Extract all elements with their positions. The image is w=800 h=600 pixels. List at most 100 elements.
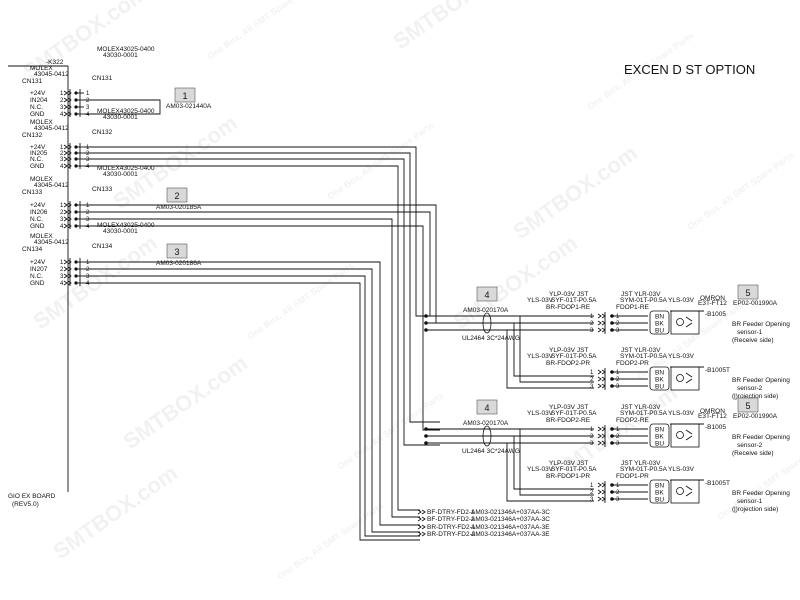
pin-contact-icon: [63, 104, 72, 110]
pin-number: 4: [60, 281, 64, 287]
output-connector-name: BR-DTRY-FD2-2: [427, 531, 476, 538]
pin-number-plug: 1: [86, 145, 90, 151]
sensor-pin-number-right: 1: [616, 483, 620, 489]
wire-cn134-nc: [84, 275, 420, 537]
sensor-beam-icon: [685, 485, 693, 497]
connector-type-left: YLP-03V JST: [549, 291, 588, 298]
sensor-pin-number: 1: [590, 370, 594, 376]
sensor-connector-name: BR-FDOP2-PR: [546, 360, 590, 367]
wire-cn133-nc: [84, 218, 420, 518]
pin-number: 1: [60, 203, 64, 209]
watermark-text: SMTBOX.com: [389, 0, 523, 54]
sensor-description-3: (Receive side): [732, 450, 774, 457]
wire-color-box: [649, 423, 670, 448]
watermark-text: One Box, All SMT Spare Parts: [335, 390, 445, 471]
connector-terminal-right: SYM-01T-P0.5A: [620, 353, 668, 360]
cable-tag-box: [476, 286, 498, 302]
pin-contact-icon: [63, 273, 72, 279]
pin-contact-icon: [597, 440, 606, 446]
pin-number: 2: [60, 98, 64, 104]
sensor-block-2: YLP-03V JSTYLS-03VSYF-01T-P0.5ABR-FDOP2-…: [527, 347, 790, 400]
pin-terminal-dot: [74, 281, 78, 285]
pin-terminal-dot: [74, 224, 78, 228]
board-connector-cn134: MOLEX43045-0412CN134MOLEX43025-040043030…: [22, 222, 202, 287]
pin-contact-icon: [63, 259, 72, 265]
signal-label: N.C.: [30, 273, 43, 280]
connector-terminal-right: SYM-01T-P0.5A: [620, 297, 668, 304]
wire-color-label: BK: [655, 321, 664, 328]
sensor-pin-number-right: 3: [616, 328, 620, 334]
board-connector-cn131: MOLEX43045-0412CN131MOLEX43025-040043030…: [22, 46, 212, 118]
sensor-model: E3T-FT12: [698, 300, 727, 307]
sensor-part-number: EP02-001990A: [733, 413, 778, 420]
sensor-pin-number: 1: [590, 483, 594, 489]
board-ref: -K322: [46, 59, 64, 66]
pin-terminal-dot: [74, 164, 78, 168]
wire-color-box: [649, 479, 670, 504]
wire-cn134-24v: [84, 261, 420, 526]
wire-color-label: BN: [655, 483, 664, 490]
pin-terminal-dot: [74, 203, 78, 207]
cable-bundle-icon: [482, 425, 492, 447]
sensor-body: [670, 423, 700, 448]
signal-label: N.C.: [30, 156, 43, 163]
output-connector-part: AM03-021346A+037AA-3C: [471, 509, 550, 516]
output-arrow-icon: [417, 531, 426, 537]
pin-contact-icon: [63, 163, 72, 169]
pin-number: 2: [60, 210, 64, 216]
connector-name-plug: CN131: [92, 75, 113, 82]
sensor-block-4: YLP-03V JSTYLS-03VSYF-01T-P0.5ABR-FDOP1-…: [527, 460, 790, 513]
pin-number-plug: 3: [86, 157, 90, 163]
junction-dot: [424, 427, 428, 431]
connector-terminal-right: SYM-01T-P0.5A: [620, 466, 668, 473]
watermark-text: One Box, All SMT Spare Parts: [205, 0, 315, 62]
pin-contact-icon: [597, 327, 606, 333]
pin-contact-icon: [63, 202, 72, 208]
pin-terminal-dot: [610, 427, 614, 431]
watermark-text: One Box, All SMT Spare Parts: [275, 500, 385, 581]
sensor-beam-icon: [685, 372, 693, 384]
cable-tag: 4: [484, 290, 489, 300]
connector-type-right: JST YLR-03V: [621, 291, 661, 298]
sensor-description: BR Feeder Opening: [732, 377, 790, 384]
pin-contact-icon: [63, 280, 72, 286]
header-brand: MOLEX: [30, 176, 53, 183]
board-label: GIO EX BOARD: [8, 493, 56, 500]
signal-label: N.C.: [30, 104, 43, 111]
connector-housing-right: YLS-03V: [668, 410, 695, 417]
connector-terminal-left: SYF-01T-P0.5A: [551, 466, 597, 473]
connector-name: CN132: [22, 132, 43, 139]
cable-branch-wire: [519, 316, 594, 383]
diagram-title: EXCEN D ST OPTION: [624, 62, 755, 77]
connector-type-left: YLP-03V JST: [549, 460, 588, 467]
sensor-connector-name: BR-FDOP1-RE: [546, 304, 591, 311]
cable-branch-wire: [519, 429, 594, 496]
pin-terminal-dot: [610, 314, 614, 318]
sensor-connector-name: BR-FDOP2-RE: [546, 417, 591, 424]
wire-color-label: BU: [655, 328, 664, 335]
pin-number-plug: 2: [86, 98, 90, 104]
harness-part-number: AM03-020186A: [156, 260, 202, 267]
connector-name-plug: CN134: [92, 243, 113, 250]
sensor-tag: 5: [745, 288, 750, 298]
pin-contact-icon: [597, 383, 606, 389]
sensor-pin-number: 1: [590, 427, 594, 433]
board-connector-cn132: MOLEX43045-0412CN132MOLEX43025-040043030…: [22, 108, 155, 170]
wire-color-label: BK: [655, 377, 664, 384]
cable-branch-wire: [513, 436, 594, 490]
pin-number-plug: 2: [86, 267, 90, 273]
pin-contact-icon: [63, 216, 72, 222]
connector-terminal-right: SYM-01T-P0.5A: [620, 410, 668, 417]
signal-label: GND: [30, 111, 45, 118]
pin-contact-icon: [597, 376, 606, 382]
sensor-body: [670, 479, 700, 504]
connector-type-left: YLP-03V JST: [549, 347, 588, 354]
header-brand: MOLEX: [30, 119, 53, 126]
wire-cn134-in: [84, 268, 420, 533]
pin-number: 1: [60, 91, 64, 97]
pin-terminal-dot: [74, 98, 78, 102]
sensor-pin-number-right: 1: [616, 370, 620, 376]
pin-number-plug: 4: [86, 224, 90, 230]
pin-number-plug: 4: [86, 112, 90, 118]
